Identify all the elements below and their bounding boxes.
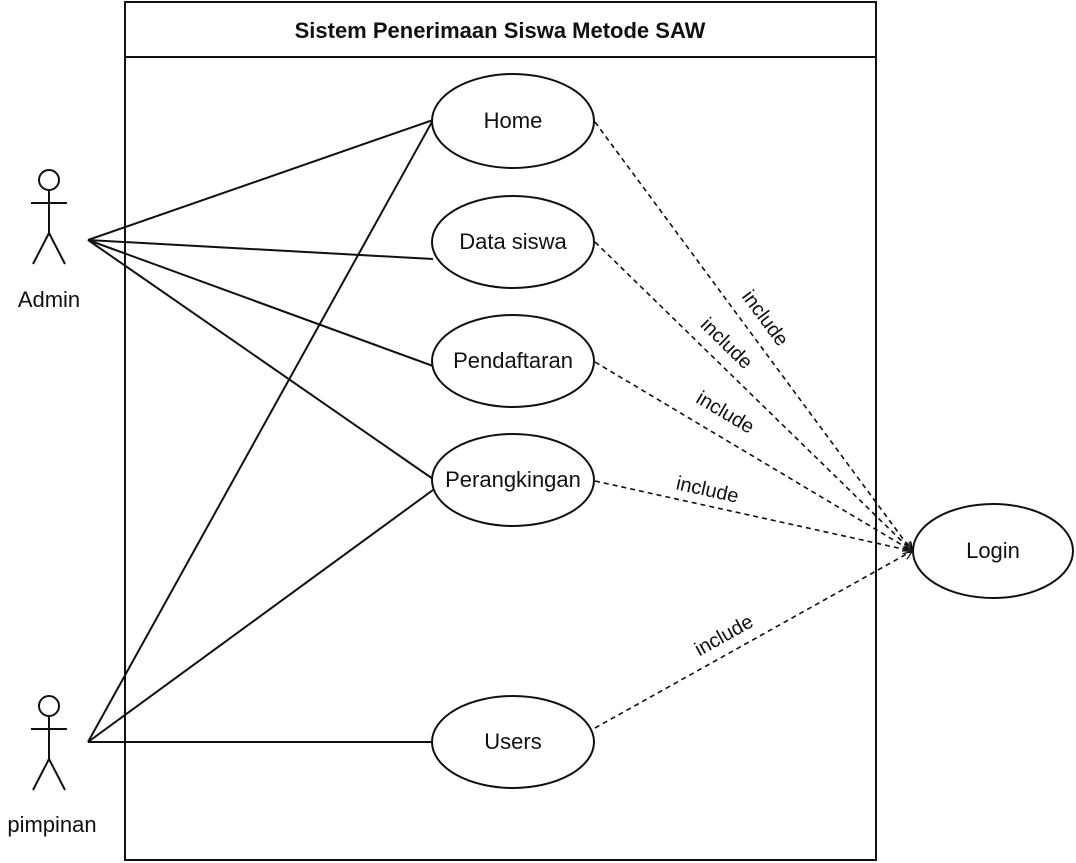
system-boundary: Sistem Penerimaan Siswa Metode SAW bbox=[124, 1, 877, 861]
use-case-pendaftaran-ellipse bbox=[431, 314, 595, 408]
use-case-data-siswa-ellipse bbox=[431, 195, 595, 289]
include-line-data-siswa-login bbox=[594, 241, 912, 551]
include-label-perangkingan: include bbox=[674, 473, 741, 508]
include-labels: include include include include include bbox=[674, 286, 793, 660]
use-cases: Home Data siswa Pendaftaran Perangkingan… bbox=[431, 73, 1074, 789]
actor-pimpinan: pimpinan bbox=[7, 695, 97, 837]
association-admin-perangkingan bbox=[87, 239, 434, 480]
use-case-pendaftaran-label: Pendaftaran bbox=[453, 348, 573, 373]
use-case-perangkingan-ellipse bbox=[431, 433, 595, 527]
use-case-users[interactable]: Users bbox=[431, 695, 595, 789]
use-case-data-siswa[interactable]: Data siswa bbox=[431, 195, 595, 289]
use-case-home[interactable]: Home bbox=[431, 73, 595, 169]
use-case-login-ellipse bbox=[912, 503, 1074, 599]
include-label-pendaftaran: include bbox=[692, 387, 758, 438]
association-admin-home bbox=[87, 119, 434, 241]
include-label-home: include bbox=[737, 286, 792, 350]
include-label-users: include bbox=[691, 611, 757, 661]
association-admin-data-siswa bbox=[87, 239, 434, 260]
use-case-login-label: Login bbox=[966, 538, 1020, 563]
association-pimpinan-perangkingan bbox=[87, 489, 434, 743]
use-case-perangkingan-label: Perangkingan bbox=[445, 467, 581, 492]
use-case-pendaftaran[interactable]: Pendaftaran bbox=[431, 314, 595, 408]
include-label-data-siswa: include bbox=[696, 314, 757, 374]
use-case-home-ellipse bbox=[431, 73, 595, 169]
use-case-users-label: Users bbox=[484, 729, 541, 754]
use-case-home-label: Home bbox=[484, 108, 543, 133]
actor-pimpinan-label: pimpinan bbox=[7, 812, 96, 837]
association-pimpinan-home bbox=[87, 119, 434, 743]
system-title: Sistem Penerimaan Siswa Metode SAW bbox=[295, 18, 706, 43]
include-line-pendaftaran-login bbox=[594, 361, 912, 551]
actor-admin: Admin bbox=[18, 169, 80, 312]
use-case-perangkingan[interactable]: Perangkingan bbox=[431, 433, 595, 527]
include-line-users-login bbox=[594, 551, 912, 729]
association-admin-pendaftaran bbox=[87, 239, 434, 367]
actor-admin-label: Admin bbox=[18, 287, 80, 312]
system-boundary-box bbox=[124, 1, 877, 861]
association-lines bbox=[87, 119, 434, 743]
include-line-home-login bbox=[594, 121, 912, 551]
use-case-data-siswa-label: Data siswa bbox=[459, 229, 567, 254]
include-line-perangkingan-login bbox=[594, 480, 912, 551]
actor-pimpinan-icon bbox=[31, 695, 67, 791]
use-case-users-ellipse bbox=[431, 695, 595, 789]
actor-admin-icon bbox=[31, 169, 67, 265]
use-case-login[interactable]: Login bbox=[912, 503, 1074, 599]
include-lines bbox=[594, 121, 912, 729]
